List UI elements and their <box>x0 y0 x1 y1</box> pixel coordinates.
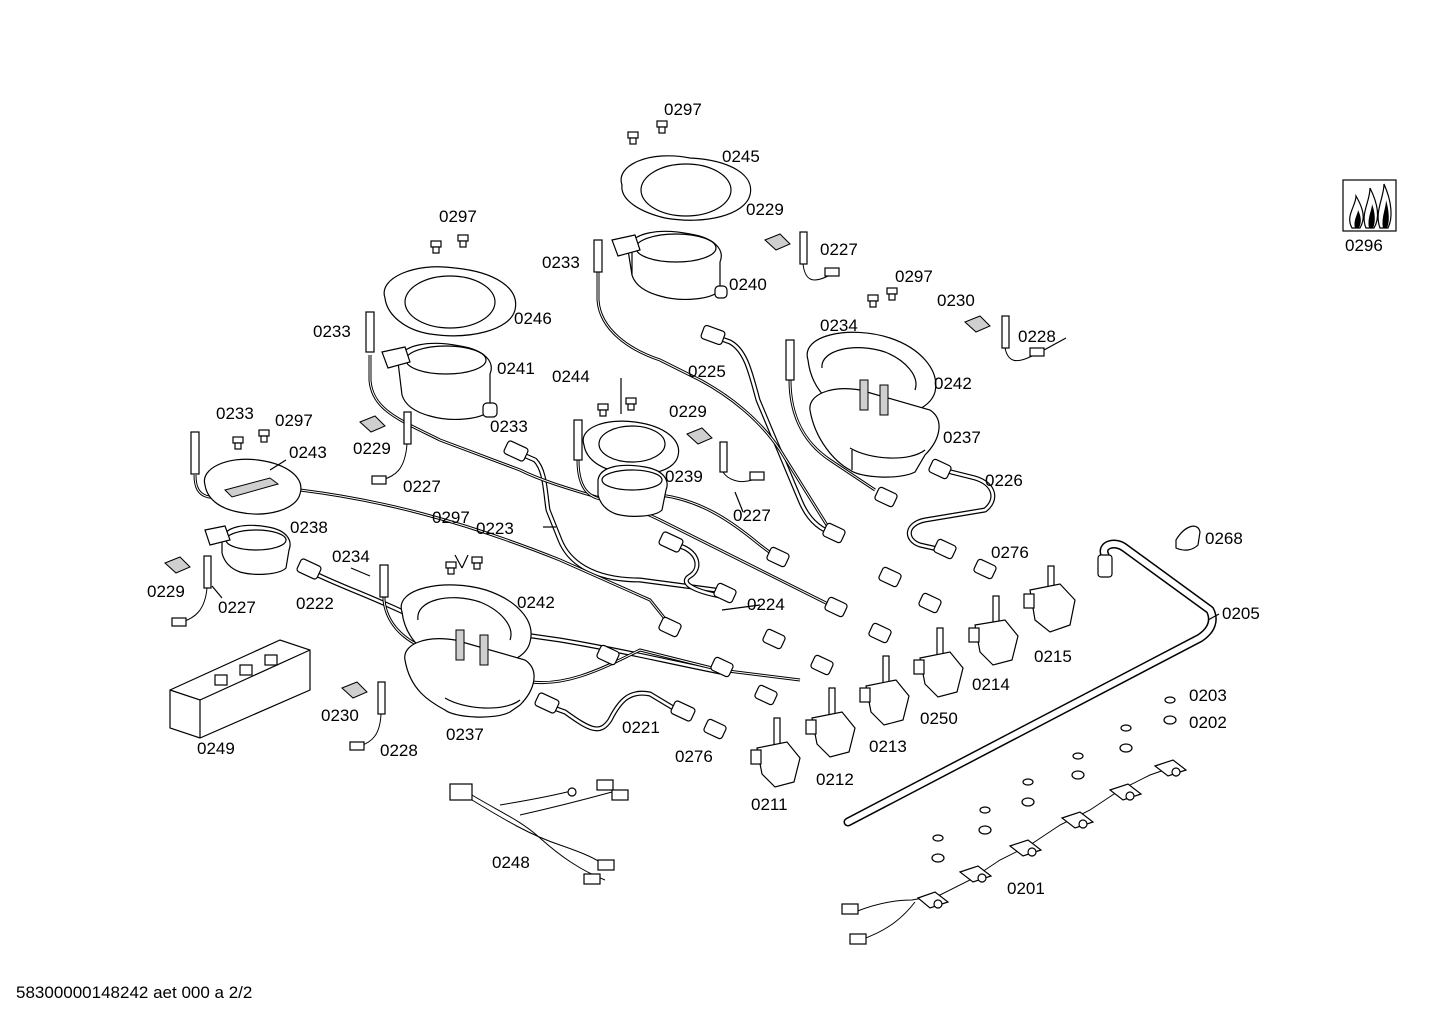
ignition-switch-rail-0201 <box>841 554 1188 945</box>
label-0228a: 0228 <box>1018 327 1056 346</box>
burner-0242-left <box>400 584 535 718</box>
label-0227d: 0227 <box>218 598 256 617</box>
label-0203: 0203 <box>1189 686 1227 705</box>
label-0229a: 0229 <box>746 200 784 219</box>
label-0234b: 0234 <box>332 547 370 566</box>
label-0296: 0296 <box>1345 236 1383 255</box>
label-0297e: 0297 <box>432 508 470 527</box>
label-0213: 0213 <box>869 737 907 756</box>
label-0221: 0221 <box>622 718 660 737</box>
burner-0240 <box>611 155 752 300</box>
label-0245: 0245 <box>722 147 760 166</box>
label-0242b: 0242 <box>517 593 555 612</box>
label-0211: 0211 <box>751 795 788 814</box>
flame-symbol-icon <box>1342 179 1397 232</box>
burner-0241 <box>381 266 517 420</box>
gas-valves <box>750 565 1076 788</box>
label-0244: 0244 <box>552 367 590 386</box>
label-0248: 0248 <box>492 853 530 872</box>
label-0297c: 0297 <box>439 207 477 226</box>
label-0228b: 0228 <box>380 741 418 760</box>
label-0239: 0239 <box>665 467 703 486</box>
label-0227a: 0227 <box>820 240 858 259</box>
label-0233b: 0233 <box>313 322 351 341</box>
burner-0239 <box>582 420 680 517</box>
label-0223: 0223 <box>476 519 514 538</box>
label-0242a: 0242 <box>934 374 972 393</box>
label-0202: 0202 <box>1189 713 1227 732</box>
ignition-module-0249 <box>169 639 311 739</box>
label-0233a: 0233 <box>542 253 580 272</box>
label-0246: 0246 <box>514 309 552 328</box>
label-0243: 0243 <box>289 443 327 462</box>
label-0238: 0238 <box>290 518 328 537</box>
label-0237a: 0237 <box>943 428 981 447</box>
label-0297d: 0297 <box>275 411 313 430</box>
label-0227b: 0227 <box>403 477 441 496</box>
leader-lines <box>211 337 1220 621</box>
label-0222: 0222 <box>296 594 334 613</box>
label-0229b: 0229 <box>669 402 707 421</box>
label-0214: 0214 <box>972 675 1010 694</box>
nuts-and-injectors <box>296 324 997 740</box>
label-0230a: 0230 <box>937 291 975 310</box>
label-0226: 0226 <box>985 471 1023 490</box>
igniters-and-clips <box>164 231 1045 751</box>
document-footer-id: 58300000148242 aet 000 a 2/2 <box>16 983 252 1002</box>
label-0233d: 0233 <box>216 404 254 423</box>
label-0227c: 0227 <box>733 506 771 525</box>
label-0229d: 0229 <box>147 582 185 601</box>
label-0212: 0212 <box>816 770 854 789</box>
label-0250: 0250 <box>920 709 958 728</box>
burner-0242-right <box>806 331 940 478</box>
label-0230b: 0230 <box>321 706 359 725</box>
screws-0297 <box>232 120 898 575</box>
label-0241: 0241 <box>497 359 535 378</box>
label-0276b: 0276 <box>675 747 713 766</box>
callout-labels: 0297 0245 0229 0227 0233 0240 0297 0230 … <box>147 100 1383 898</box>
label-0276a: 0276 <box>991 543 1029 562</box>
label-0297a: 0297 <box>664 100 702 119</box>
label-0215: 0215 <box>1034 647 1072 666</box>
label-0233c: 0233 <box>490 417 528 436</box>
label-0268: 0268 <box>1205 529 1243 548</box>
label-0225: 0225 <box>688 362 726 381</box>
label-0201: 0201 <box>1007 879 1045 898</box>
label-0234a: 0234 <box>820 316 858 335</box>
label-0297b: 0297 <box>895 267 933 286</box>
label-0237b: 0237 <box>446 725 484 744</box>
label-0240: 0240 <box>729 275 767 294</box>
label-0229c: 0229 <box>353 439 391 458</box>
gas-tubes <box>297 331 1217 827</box>
wiring-harness-0248 <box>449 779 629 885</box>
burner-0238 <box>203 458 302 575</box>
clip-0268-icon <box>1175 525 1201 551</box>
label-0249: 0249 <box>197 739 235 758</box>
label-0205: 0205 <box>1222 604 1260 623</box>
label-0224: 0224 <box>747 595 785 614</box>
